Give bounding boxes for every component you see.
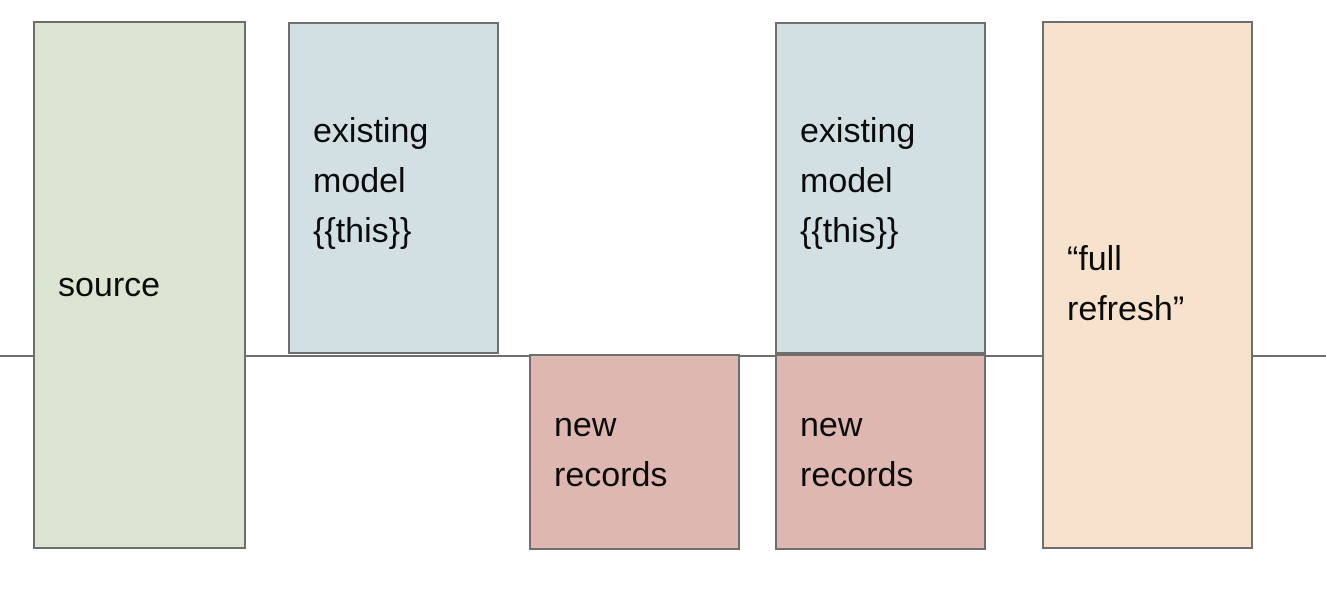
box-existing-model-2-label: existing model {{this}} (800, 112, 916, 250)
box-existing-model-1-label: existing model {{this}} (313, 112, 429, 250)
box-source-label: source (58, 266, 161, 304)
box-new-records-2-label: new records (800, 406, 914, 494)
box-full-refresh-label: “full refresh” (1067, 240, 1185, 328)
box-new-records-1[interactable]: new records (529, 354, 740, 550)
box-new-records-1-label: new records (554, 406, 668, 494)
box-source[interactable]: source (33, 21, 246, 549)
box-new-records-2[interactable]: new records (775, 354, 986, 550)
box-existing-model-1[interactable]: existing model {{this}} (288, 22, 499, 354)
box-existing-model-2[interactable]: existing model {{this}} (775, 22, 986, 354)
box-full-refresh[interactable]: “full refresh” (1042, 21, 1253, 549)
